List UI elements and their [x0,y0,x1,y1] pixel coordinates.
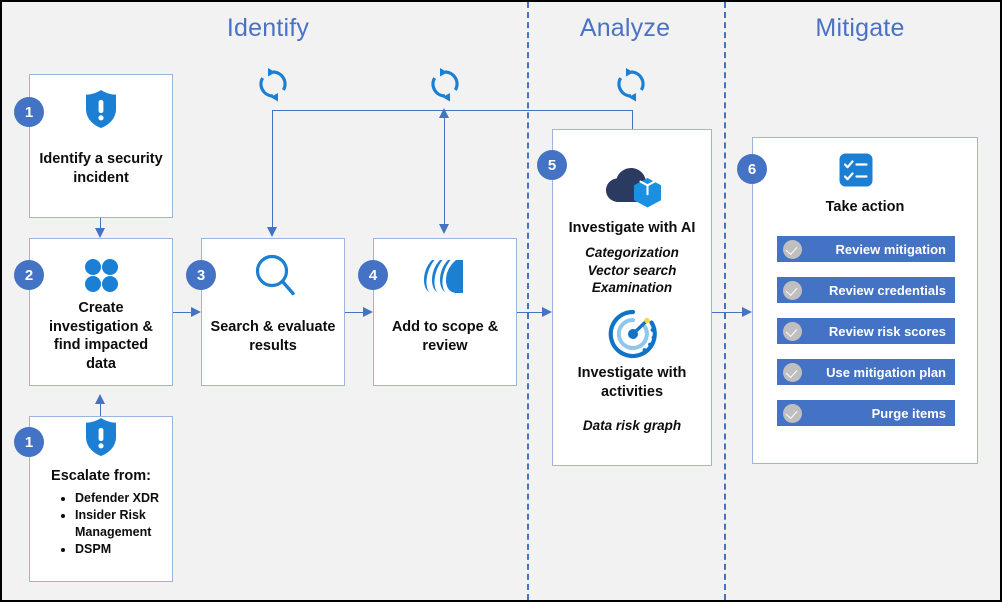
feedback-drop-to-3-arrow [267,227,277,237]
step-title-investigate-ai: Investigate with AI [568,220,696,236]
step-title-identify-incident: Identify a security incident [39,151,163,186]
step-badge-3: 3 [186,260,216,290]
magnifier-icon [252,252,298,305]
connector-5-to-6-arrow [742,307,752,317]
step-title-add-to-scope: Add to scope & review [391,319,499,354]
action-label: Review mitigation [835,241,946,257]
refresh-loop-icon-right [614,66,648,109]
check-circle-icon [783,403,802,423]
connector-4-to-5-arrow [542,307,552,317]
connector-1-to-2-arrow [95,228,105,238]
step-badge-5: 5 [537,150,567,180]
feedback-bidir-4-arrow-up [439,108,449,118]
phase-title-mitigate: Mitigate [815,14,905,42]
step-title-escalate-from: Escalate from: [51,468,151,484]
connector-3-to-4-arrow [363,307,373,317]
refresh-loop-icon-middle [428,66,462,109]
action-button-review-mitigation[interactable]: Review mitigation [777,236,955,262]
step-badge-4: 4 [358,260,388,290]
four-dots-icon [82,256,120,299]
action-button-purge-items[interactable]: Purge items [777,400,955,426]
activity-gauge-icon [607,308,659,365]
phase-divider-identify-analyze [527,2,529,600]
step-badge-6: 6 [737,154,767,184]
action-label: Use mitigation plan [826,364,946,380]
step-title-investigate-activities: Investigate with activities [577,365,687,400]
connector-4-to-5-line [517,312,542,313]
list-item: Defender XDR [75,490,219,507]
action-button-review-credentials[interactable]: Review credentials [777,277,955,303]
connector-escalate-to-2-arrow [95,394,105,404]
feedback-rail [272,110,632,111]
step-badge-1b: 1 [14,427,44,457]
connector-2-to-3-line [173,312,191,313]
step-badge-1: 1 [14,97,44,127]
connector-5-to-6-line [712,312,742,313]
investigate-ai-subtitles: Categorization Vector search Examination [585,245,679,296]
step-card-search-evaluate[interactable] [201,238,345,386]
feedback-bidir-4-line [444,114,445,224]
check-circle-icon [783,280,802,300]
action-label: Review credentials [828,282,946,298]
action-label: Review risk scores [828,323,946,339]
feedback-bidir-4-arrow-down [439,224,449,234]
list-item: Insider Risk Management [75,507,219,541]
list-item: DSPM [75,541,219,558]
action-button-review-risk-scores[interactable]: Review risk scores [777,318,955,344]
phase-title-identify: Identify [226,14,310,42]
connector-1-to-2-line [100,218,101,230]
feedback-riser-from-5 [632,110,633,130]
connector-2-to-3-arrow [191,307,201,317]
shield-alert-icon [82,88,120,135]
connector-escalate-to-2-line [100,404,101,416]
check-circle-icon [783,362,802,382]
phase-divider-analyze-mitigate [724,2,726,600]
ai-cloud-cube-icon [603,163,663,218]
step-title-search-evaluate: Search & evaluate results [210,319,336,354]
connector-3-to-4-line [345,312,363,313]
check-circle-icon [783,321,802,341]
investigate-activities-subtitle: Data risk graph [582,418,682,433]
step-title-take-action: Take action [825,199,905,215]
action-button-use-mitigation-plan[interactable]: Use mitigation plan [777,359,955,385]
feedback-drop-to-3-line [272,110,273,227]
refresh-loop-icon-left [256,66,290,109]
action-label: Purge items [871,405,946,421]
step-badge-2: 2 [14,260,44,290]
layers-icon [420,256,468,303]
step-card-add-to-scope[interactable] [373,238,517,386]
checklist-icon [838,152,874,193]
check-circle-icon [783,239,802,259]
phase-title-analyze: Analyze [579,14,671,42]
step-card-create-investigation[interactable] [29,238,173,386]
escalate-source-list: Defender XDR Insider Risk Management DSP… [29,490,219,558]
shield-alert-icon-escalate [82,416,120,463]
step-title-create-investigation: Create investigation & find impacted dat… [49,300,153,372]
